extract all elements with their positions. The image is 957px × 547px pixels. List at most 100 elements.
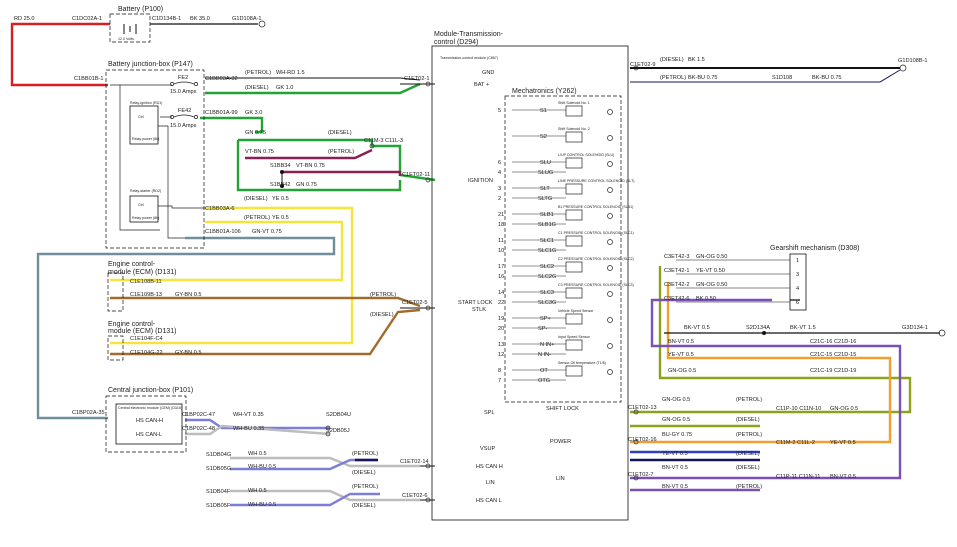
- wire-label-gn075b: GN 0.75: [296, 182, 317, 188]
- fuse-fe2-icon: [170, 81, 198, 86]
- jbox-c-a32: C1BB03A-32: [205, 76, 238, 82]
- gearshift-box: [789, 253, 807, 311]
- wire-label-bk-bu2: BK-BU 0.75: [812, 75, 842, 81]
- bottom-petrol-3: (PETROL): [736, 484, 762, 490]
- mech-row-label: SP+: [540, 316, 551, 322]
- ground-icon-battery: [258, 20, 266, 28]
- mech-ground-icon: [607, 369, 613, 375]
- solenoid-icon: [565, 183, 583, 195]
- cjb-can-h: HS CAN-H: [136, 418, 163, 424]
- mech-row-label2: SLC1G: [538, 248, 556, 254]
- wire-label-diesel-4: (DIESEL): [370, 312, 394, 318]
- tcm-ign: IGNITION: [468, 178, 493, 184]
- gear-pin: 1: [796, 258, 799, 264]
- bottom-c-lin: C1ET02-7: [628, 472, 654, 478]
- solenoid-icon: [565, 287, 583, 299]
- can-petrol-1: (PETROL): [352, 451, 378, 457]
- wire-label-petrol-3: (PETROL): [244, 215, 270, 221]
- mech-pin-a: 13: [498, 342, 504, 348]
- wire-label-ye05b: YE 0.5: [272, 215, 289, 221]
- mech-row-label2: N IN-: [538, 352, 551, 358]
- bottom-c-vsup: C1ET02-16: [628, 437, 657, 443]
- solenoid-icon: [565, 157, 583, 169]
- mech-row-sub: LINE PRESSURE CONTROL SOLENOID (SLT): [558, 179, 634, 183]
- cjb-s2db05j: S2DB05J: [326, 428, 350, 434]
- mech-row-sub: Input Speed Sensor: [558, 335, 591, 339]
- bottom-diesel-3: (DIESEL): [736, 465, 760, 471]
- jbox-fe42: FE42: [178, 108, 191, 114]
- bottom-bn-vt: BN-VT 0.5: [662, 465, 688, 471]
- mech-row-label2: SP-: [538, 326, 547, 332]
- gear-wire: GN-OG 0.50: [696, 282, 727, 288]
- wire-brown-start: [110, 296, 421, 356]
- mech-pin-a: 19: [498, 316, 504, 322]
- wire-lin-violet: [630, 298, 902, 480]
- bottom-c-spl: C1ET02-13: [628, 405, 657, 411]
- relay1-label: Relay-ignition (RD1): [130, 101, 162, 105]
- jbox-fe2: FE2: [178, 75, 188, 81]
- can-s1db05g: S1DB05G: [206, 466, 231, 472]
- cjb-wh-vt: WH-VT 0.35: [233, 412, 264, 418]
- mech-row-label2: SLC3G: [538, 300, 556, 306]
- wire-label-ye05: YE 0.5: [272, 196, 289, 202]
- wire-tcm-can: [420, 465, 435, 501]
- mech-row-label: SLC2: [540, 264, 554, 270]
- mech-ground-icon: [607, 213, 613, 219]
- mech-row-sub: Shift Solenoid No. 1: [558, 101, 590, 105]
- tcm-title1: Module-Transmission-: [434, 31, 504, 38]
- mech-pin-a: 21: [498, 212, 504, 218]
- bottom-diesel-1: (DIESEL): [736, 417, 760, 423]
- bottom-gn-og: GN-OG 0.5: [662, 397, 690, 403]
- ecm1-box: [107, 272, 124, 312]
- mech-ground-icon: [607, 187, 613, 193]
- mech-pin-b: 2: [498, 196, 501, 202]
- gear-connector: C3ET42-6: [664, 296, 690, 302]
- jbox-c-a99: C1BB01A-99: [205, 110, 238, 116]
- battery-symbol: [123, 24, 137, 34]
- cjb-s2db04u: S2DB04U: [326, 412, 351, 418]
- jbox-c-a6: C1BB03A-6: [205, 206, 235, 212]
- gear-c21c16: C21C-16 C21D-16: [810, 339, 856, 345]
- jbox-title: Battery junction-box (P147): [108, 61, 193, 68]
- wire-gear-pins: [676, 259, 790, 303]
- jbox-fe42-amp: 15.0 Amps: [170, 123, 197, 129]
- mech-row-sub: Sensor-Oil temperature (T1/6): [558, 361, 606, 365]
- tcm-c-start: C1ET02-5: [402, 300, 428, 306]
- gear-bk-vt15: BK-VT 1.5: [790, 325, 816, 331]
- tcm-lin: LIN: [486, 480, 495, 486]
- ecm2-c1: C1E104F-C4: [130, 336, 163, 342]
- bottom-gn-og3: GN-OG 0.5: [830, 406, 858, 412]
- mech-ground-icon: [607, 109, 613, 115]
- cjb-wh-bu: WH-BU 0.35: [233, 426, 264, 432]
- wire-label-petrol-4: (PETROL): [370, 292, 396, 298]
- fuse-fe42-icon: [170, 114, 198, 119]
- tcm-title2: control (D294): [434, 39, 478, 46]
- wire-label-bk15: BK 1.5: [688, 57, 705, 63]
- mech-row-label2: SLTG: [538, 196, 552, 202]
- mech-pin-b: 10: [498, 248, 504, 254]
- tcm-c-bat: C1ET02-1: [404, 76, 430, 82]
- can-petrol-2: (PETROL): [352, 484, 378, 490]
- wire-can-diesel-h: [230, 489, 420, 502]
- mech-pin-a: 6: [498, 160, 501, 166]
- mech-pin-a: 11: [498, 238, 504, 244]
- mech-pin-a: 5: [498, 108, 501, 114]
- cjb-c-in: C1BP02A-35: [72, 410, 105, 416]
- ecm2-box: [107, 335, 124, 361]
- mech-row-label: SLB1: [540, 212, 554, 218]
- wire-label-s1bb42: S1BB42: [270, 182, 291, 188]
- gear-g3d134: G3D134-1: [902, 325, 928, 331]
- bottom-bn-vt3: BN-VT 0.5: [830, 474, 856, 480]
- mech-row-label: SLU: [540, 160, 551, 166]
- can-wh-bu05b: WH-BU 0.5: [248, 502, 276, 508]
- mech-row-label2: OTG: [538, 378, 550, 384]
- can-s1db05f: S1DB05F: [206, 503, 231, 509]
- relay2-box: [129, 195, 159, 223]
- tcm-c-can-h: C1ET02-14: [400, 459, 429, 465]
- tcm-c-can-l: C1ET02-6: [402, 493, 428, 499]
- wire-label-vt-bn2: VT-BN 0.75: [296, 163, 325, 169]
- wire-green-ignition: [236, 138, 436, 192]
- wire-petrol-wh-rd: [205, 77, 421, 81]
- mech-row-sub: C1 PRESSURE CONTROL SOLENOID (SLC1): [558, 231, 634, 235]
